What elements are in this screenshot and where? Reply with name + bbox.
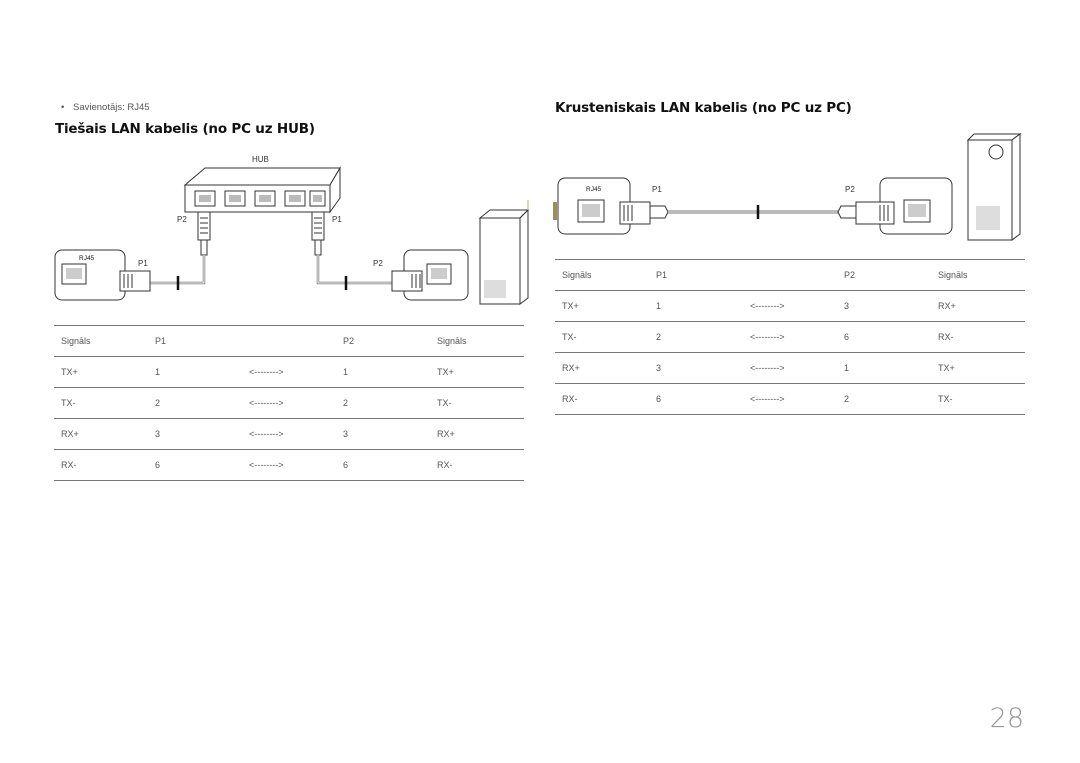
p1-label: P1 bbox=[652, 185, 662, 194]
table-header-cell: P2 bbox=[336, 325, 430, 357]
table-row: TX- 2 <--------> 6 RX- bbox=[555, 321, 1025, 353]
rj45-port-right bbox=[391, 249, 469, 301]
table-cell: 6 bbox=[837, 321, 931, 353]
table-header-cell: Signāls bbox=[54, 325, 148, 357]
table-cell: 6 bbox=[336, 449, 430, 481]
table-cell: <--------> bbox=[242, 449, 336, 481]
table-cell: 6 bbox=[148, 449, 242, 481]
table-header-cell: Signāls bbox=[555, 259, 649, 291]
table-cell: <--------> bbox=[242, 387, 336, 419]
table-cell: TX- bbox=[54, 387, 148, 419]
table-cell: 2 bbox=[837, 383, 931, 415]
hub-p1-label: P1 bbox=[332, 215, 342, 224]
hub-label: HUB bbox=[252, 155, 269, 164]
table-cell: TX+ bbox=[931, 352, 1025, 384]
table-cell: 3 bbox=[148, 418, 242, 450]
table-row: TX- 2 <--------> 2 TX- bbox=[54, 387, 524, 419]
connector-note: • Savienotājs: RJ45 bbox=[61, 102, 150, 113]
table-cell: 1 bbox=[148, 356, 242, 388]
table-cell: 2 bbox=[336, 387, 430, 419]
table-row: RX+ 3 <--------> 1 TX+ bbox=[555, 352, 1025, 384]
table-row: TX+ 1 <--------> 1 TX+ bbox=[54, 356, 524, 388]
hub-plug-left bbox=[197, 211, 211, 256]
table-cell: <--------> bbox=[743, 383, 837, 415]
table-cell: RX- bbox=[931, 321, 1025, 353]
pc-p1-label: P1 bbox=[138, 259, 148, 268]
pin-table-crossover: Signāls P1 P2 Signāls TX+ 1 <--------> 3… bbox=[555, 259, 1025, 415]
pc-tower-icon bbox=[478, 208, 530, 305]
table-header-cell: P1 bbox=[148, 325, 242, 357]
table-cell: TX+ bbox=[54, 356, 148, 388]
table-header-row: Signāls P1 P2 Signāls bbox=[555, 259, 1025, 291]
table-header-cell: Signāls bbox=[430, 325, 524, 357]
page-number: 28 bbox=[989, 703, 1024, 734]
table-cell: 1 bbox=[649, 290, 743, 322]
rj45-port-left bbox=[54, 249, 151, 301]
left-section-title: Tiešais LAN kabelis (no PC uz HUB) bbox=[55, 121, 315, 137]
table-cell: RX+ bbox=[555, 352, 649, 384]
table-cell: RX+ bbox=[54, 418, 148, 450]
table-cell: RX- bbox=[430, 449, 524, 481]
table-header-cell bbox=[242, 325, 336, 357]
table-cell: <--------> bbox=[743, 321, 837, 353]
table-cell: 2 bbox=[649, 321, 743, 353]
table-header-cell: Signāls bbox=[931, 259, 1025, 291]
table-header-cell: P1 bbox=[649, 259, 743, 291]
table-row: RX- 6 <--------> 2 TX- bbox=[555, 383, 1025, 415]
table-cell: <--------> bbox=[242, 418, 336, 450]
table-cell: <--------> bbox=[743, 352, 837, 384]
table-cell: 3 bbox=[649, 352, 743, 384]
table-cell: RX- bbox=[54, 449, 148, 481]
table-header-cell bbox=[743, 259, 837, 291]
crossover-connection-diagram: RJ45 P1 P2 bbox=[553, 133, 1022, 241]
hub-ports bbox=[194, 190, 326, 207]
table-row: TX+ 1 <--------> 3 RX+ bbox=[555, 290, 1025, 322]
bullet-symbol: • bbox=[61, 102, 65, 113]
pc-p2-label: P2 bbox=[373, 259, 383, 268]
pin-table-straight: Signāls P1 P2 Signāls TX+ 1 <--------> 1… bbox=[54, 325, 524, 481]
p2-label: P2 bbox=[845, 185, 855, 194]
table-cell: <--------> bbox=[743, 290, 837, 322]
table-cell: 3 bbox=[837, 290, 931, 322]
table-cell: TX- bbox=[555, 321, 649, 353]
rj45-port-p2 bbox=[837, 177, 953, 235]
table-cell: 3 bbox=[336, 418, 430, 450]
table-cell: TX- bbox=[931, 383, 1025, 415]
table-header-row: Signāls P1 P2 Signāls bbox=[54, 325, 524, 357]
rj45-label-left: RJ45 bbox=[79, 255, 95, 262]
table-cell: 6 bbox=[649, 383, 743, 415]
right-section-title: Krusteniskais LAN kabelis (no PC uz PC) bbox=[555, 100, 852, 116]
table-cell: RX- bbox=[555, 383, 649, 415]
pc-tower-icon bbox=[966, 133, 1022, 241]
table-cell: TX+ bbox=[430, 356, 524, 388]
table-header-cell: P2 bbox=[837, 259, 931, 291]
rj45-label-p1: RJ45 bbox=[586, 186, 602, 193]
connector-note-text: Savienotājs: RJ45 bbox=[73, 102, 150, 113]
rj45-port-p1 bbox=[557, 177, 669, 235]
hub-connection-diagram: HUB P2 P1 RJ45 P1 bbox=[54, 155, 530, 305]
table-cell: TX+ bbox=[555, 290, 649, 322]
table-cell: 2 bbox=[148, 387, 242, 419]
table-row: RX+ 3 <--------> 3 RX+ bbox=[54, 418, 524, 450]
hub-device bbox=[183, 166, 341, 214]
hub-p2-label: P2 bbox=[177, 215, 187, 224]
hub-plug-right bbox=[311, 211, 325, 256]
table-cell: <--------> bbox=[242, 356, 336, 388]
table-cell: RX+ bbox=[931, 290, 1025, 322]
table-row: RX- 6 <--------> 6 RX- bbox=[54, 449, 524, 481]
table-cell: 1 bbox=[336, 356, 430, 388]
table-cell: TX- bbox=[430, 387, 524, 419]
table-cell: RX+ bbox=[430, 418, 524, 450]
table-cell: 1 bbox=[837, 352, 931, 384]
